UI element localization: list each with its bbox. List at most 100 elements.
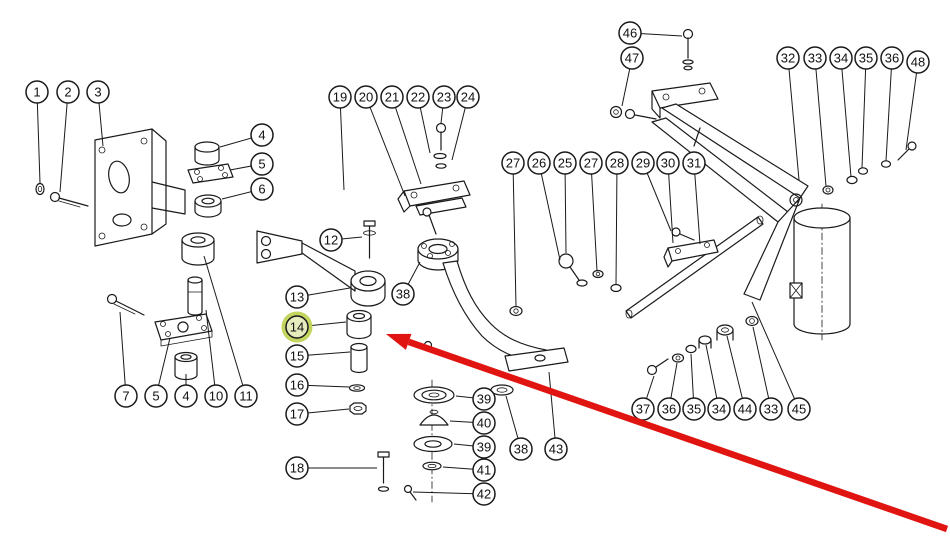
callout-circle [250,123,274,147]
callout-6-5[interactable]: 6 [250,177,274,201]
callout-34-51[interactable]: 34 [707,397,731,421]
leader-line-10-16 [205,309,217,397]
part-flanged-hub [417,207,459,271]
callout-16-10[interactable]: 16 [285,373,309,397]
callout-number: 28 [610,156,624,171]
callout-number: 35 [687,402,701,417]
callout-circle [25,80,49,104]
leader-lines [36,32,919,495]
leader-line-1-0 [36,91,41,184]
callout-33-36[interactable]: 33 [803,46,827,70]
callout-circle [787,397,811,421]
callout-44-52[interactable]: 44 [733,397,757,421]
callout-circle [682,397,706,421]
callout-circle [174,384,198,408]
callout-number: 16 [290,378,304,393]
callout-21-20[interactable]: 21 [380,85,404,109]
callout-47-34[interactable]: 47 [620,46,644,70]
callout-number: 10 [209,389,223,404]
leader-line-26-26 [538,162,561,261]
callout-18-12[interactable]: 18 [285,456,309,480]
callout-circle [682,151,706,175]
callout-circle [472,458,496,482]
callout-35-50[interactable]: 35 [682,397,706,421]
callout-5-4[interactable]: 5 [250,152,274,176]
part-main-frame [609,28,809,301]
callout-24-23[interactable]: 24 [456,85,480,109]
callout-number: 31 [687,156,701,171]
part-bushing-set-lower [106,232,215,381]
callout-3-2[interactable]: 3 [86,80,110,104]
callout-38-24[interactable]: 38 [391,282,415,306]
callout-41-44[interactable]: 41 [472,458,496,482]
leader-line-45-54 [751,301,800,410]
callout-40-42[interactable]: 40 [472,411,496,435]
callout-number: 40 [477,416,491,431]
callout-1-0[interactable]: 1 [25,80,49,104]
callout-circle [456,85,480,109]
callout-33-53[interactable]: 33 [759,397,783,421]
callout-35-38[interactable]: 35 [854,46,878,70]
callout-42-45[interactable]: 42 [472,482,496,506]
callout-circle [620,46,644,70]
callout-circle [285,315,309,339]
callout-circle [553,151,577,175]
leader-line-28-29 [615,162,618,286]
callout-27-25[interactable]: 27 [501,151,525,175]
callout-5-14[interactable]: 5 [144,384,168,408]
callout-15-9[interactable]: 15 [285,344,309,368]
callout-45-54[interactable]: 45 [787,397,811,421]
callout-31-32[interactable]: 31 [682,151,706,175]
callout-circle [656,151,680,175]
callout-27-28[interactable]: 27 [579,151,603,175]
callout-4-3[interactable]: 4 [250,123,274,147]
part-top-right-hardware [822,141,917,195]
callout-30-31[interactable]: 30 [656,151,680,175]
callout-number: 13 [290,290,304,305]
callout-34-37[interactable]: 34 [829,46,853,70]
callout-circle [829,46,853,70]
callout-43-47[interactable]: 43 [544,437,568,461]
callout-circle [472,435,496,459]
callout-17-11[interactable]: 17 [285,402,309,426]
callout-2-1[interactable]: 2 [56,80,80,104]
callout-36-49[interactable]: 36 [657,397,681,421]
callout-4-15[interactable]: 4 [174,384,198,408]
callout-circle [234,384,258,408]
leader-line-21-20 [391,96,422,185]
callout-circle [605,151,629,175]
callout-39-41[interactable]: 39 [472,387,496,411]
callout-37-48[interactable]: 37 [631,397,655,421]
callout-circle [544,437,568,461]
callout-circle [906,50,930,74]
callout-23-22[interactable]: 23 [432,85,456,109]
leader-line-7-13 [119,311,127,397]
callout-20-19[interactable]: 20 [354,85,378,109]
callout-46-33[interactable]: 46 [618,21,642,45]
arrow-shaft [407,338,949,533]
callout-13-7[interactable]: 13 [285,285,309,309]
callout-38-46[interactable]: 38 [509,437,533,461]
callout-39-43[interactable]: 39 [472,435,496,459]
leader-line-30-31 [667,162,674,244]
callout-number: 34 [712,402,726,417]
callout-11-17[interactable]: 11 [234,384,258,408]
leader-line-25-27 [564,162,567,254]
callout-14-8[interactable]: 14 [281,311,313,343]
callout-28-29[interactable]: 28 [605,151,629,175]
callout-19-18[interactable]: 19 [328,85,352,109]
callout-25-27[interactable]: 25 [553,151,577,175]
callout-10-16[interactable]: 10 [204,384,228,408]
callout-48-40[interactable]: 48 [906,50,930,74]
callout-circle [86,80,110,104]
leader-line-42-45 [412,491,485,495]
callout-32-35[interactable]: 32 [776,46,800,70]
callout-circle [285,285,309,309]
callout-26-26[interactable]: 26 [527,151,551,175]
callout-22-21[interactable]: 22 [406,85,430,109]
callout-29-30[interactable]: 29 [631,151,655,175]
callout-number: 37 [636,402,650,417]
callout-12-6[interactable]: 12 [319,228,343,252]
callout-36-39[interactable]: 36 [880,46,904,70]
callout-7-13[interactable]: 7 [114,384,138,408]
